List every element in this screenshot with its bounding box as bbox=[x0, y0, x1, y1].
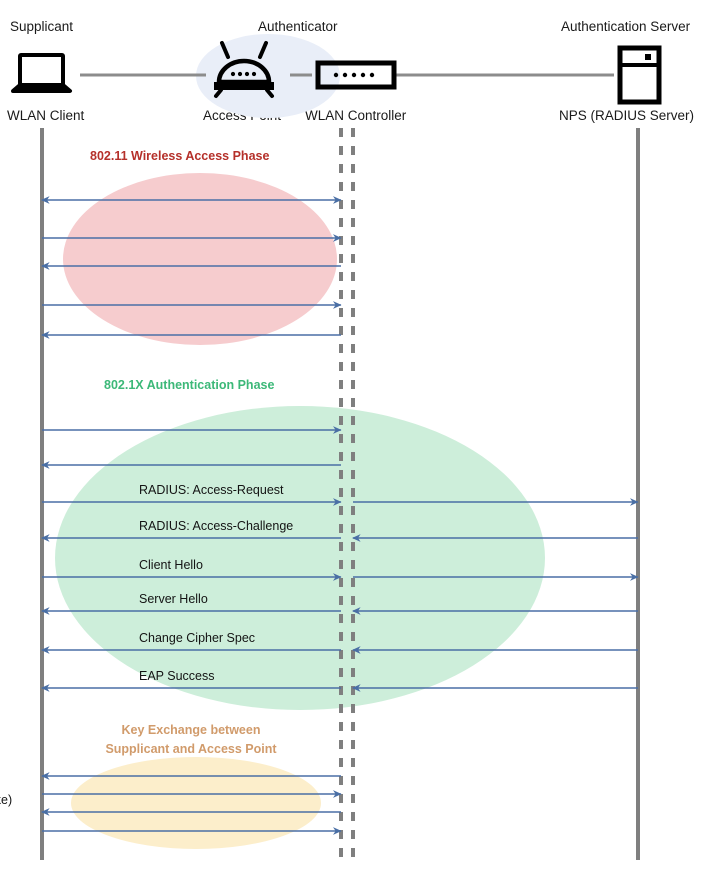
phase-title-key-exchange-line1: Key Exchange between bbox=[121, 723, 261, 737]
phase-title-key-exchange-line2: Supplicant and Access Point bbox=[105, 742, 277, 756]
wlan-controller-icon bbox=[315, 60, 397, 90]
actor-device-supplicant: WLAN Client bbox=[7, 108, 85, 123]
message-left-label: EAPOL-Key (4-way handshake) bbox=[0, 793, 13, 807]
actor-role-supplicant: Supplicant bbox=[10, 19, 74, 34]
phase-title-dot1x: 802.1X Authentication Phase bbox=[104, 378, 275, 392]
message-right-label: Client Hello bbox=[139, 558, 203, 572]
laptop-icon bbox=[11, 53, 72, 93]
message-right-label: RADIUS: Access-Request bbox=[139, 483, 284, 497]
phase-ellipse-key-exchange bbox=[71, 757, 321, 849]
actor-device-auth-server: NPS (RADIUS Server) bbox=[559, 108, 695, 123]
message-right-label: Change Cipher Spec bbox=[139, 631, 256, 645]
actor-device-wlan-controller: WLAN Controller bbox=[305, 108, 407, 123]
actor-role-auth-server: Authentication Server bbox=[561, 19, 691, 34]
message-right-label: EAP Success bbox=[139, 669, 215, 683]
phase-title-wireless-access: 802.11 Wireless Access Phase bbox=[90, 149, 270, 163]
phase-title-key-exchange: Key Exchange between Supplicant and Acce… bbox=[96, 721, 286, 759]
wireless-router-icon bbox=[214, 41, 274, 98]
phase-ellipse-dot1x bbox=[55, 406, 545, 710]
message-right-label: Server Hello bbox=[139, 592, 208, 606]
server-tower-icon bbox=[617, 45, 662, 105]
phase-ellipse-wireless-access bbox=[63, 173, 337, 345]
actor-role-authenticator: Authenticator bbox=[258, 19, 338, 34]
message-right-label: RADIUS: Access-Challenge bbox=[139, 519, 294, 533]
